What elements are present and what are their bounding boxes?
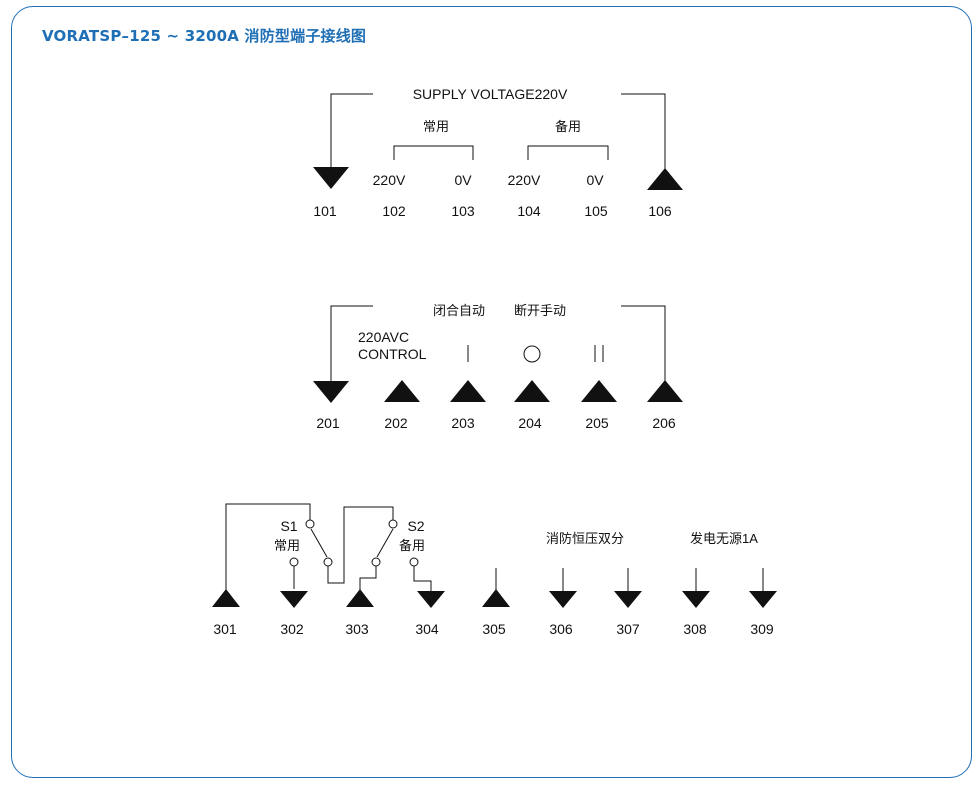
wire-101 [330, 93, 373, 167]
terminal-label-306: 306 [549, 621, 573, 637]
terminal-label-201: 201 [316, 415, 340, 431]
terminal-308-arrow-down [682, 591, 710, 608]
symbol-circle-204 [523, 345, 541, 363]
terminal-205-arrow-up [581, 380, 617, 402]
control-voltage-label: 220AVC [358, 329, 409, 345]
volt-label-102: 220V [373, 172, 406, 188]
terminal-label-104: 104 [517, 203, 541, 219]
terminal-label-105: 105 [584, 203, 608, 219]
wire-304 [413, 566, 432, 591]
terminal-203-arrow-up [450, 380, 486, 402]
terminal-302-arrow-down [280, 591, 308, 608]
terminal-label-304: 304 [415, 621, 439, 637]
s2-common-contact [388, 519, 398, 529]
terminal-label-307: 307 [616, 621, 640, 637]
terminal-label-102: 102 [382, 203, 406, 219]
switch-s2-label: S2 [407, 518, 424, 534]
terminal-304-arrow-down [417, 591, 445, 608]
volt-label-103: 0V [454, 172, 472, 188]
terminal-label-309: 309 [750, 621, 774, 637]
terminal-label-302: 302 [280, 621, 304, 637]
switch-s1-label: S1 [280, 518, 297, 534]
terminal-label-308: 308 [683, 621, 707, 637]
terminal-309-arrow-down [749, 591, 777, 608]
terminal-201-arrow-down [313, 381, 349, 403]
switch-s1-blade [310, 528, 328, 558]
terminal-label-203: 203 [451, 415, 475, 431]
wire-106 [621, 93, 666, 171]
s2-contact-303 [371, 557, 381, 567]
normal-supply-label: 常用 [423, 119, 449, 134]
wire-s1-s2 [327, 506, 394, 584]
terminal-label-106: 106 [648, 203, 672, 219]
terminal-204-arrow-up [514, 380, 550, 402]
s1-common-contact [305, 519, 315, 529]
wire-303 [359, 566, 377, 591]
s2-contact-304 [409, 557, 419, 567]
bracket-normal [393, 145, 474, 160]
diagram-frame [11, 6, 972, 778]
terminal-202-arrow-up [384, 380, 420, 402]
terminal-label-206: 206 [652, 415, 676, 431]
switch-s2-sub-label: 备用 [399, 538, 425, 553]
terminal-label-205: 205 [585, 415, 609, 431]
wire-301-s1 [225, 503, 311, 591]
wire-206 [621, 305, 666, 383]
s1-contact-right [323, 557, 333, 567]
terminal-label-101: 101 [313, 203, 337, 219]
s1-contact-302 [289, 557, 299, 567]
wire-201 [330, 305, 373, 381]
open-manual-label: 断开手动 [514, 303, 566, 318]
terminal-305-arrow-up [482, 589, 510, 607]
bracket-backup [527, 145, 609, 160]
terminal-106-arrow-up [647, 168, 683, 190]
switch-s2-blade [376, 528, 394, 558]
terminal-label-103: 103 [451, 203, 475, 219]
terminal-label-305: 305 [482, 621, 506, 637]
terminal-303-arrow-up [346, 589, 374, 607]
supply-voltage-label: SUPPLY VOLTAGE220V [413, 86, 568, 102]
backup-supply-label: 备用 [555, 119, 581, 134]
generator-passive-label: 发电无源1A [690, 531, 758, 546]
volt-label-104: 220V [508, 172, 541, 188]
control-label: CONTROL [358, 346, 427, 362]
terminal-306-arrow-down [549, 591, 577, 608]
terminal-label-301: 301 [213, 621, 237, 637]
terminal-307-arrow-down [614, 591, 642, 608]
fire-constant-pressure-label: 消防恒压双分 [546, 531, 624, 546]
terminal-301-arrow-up [212, 589, 240, 607]
volt-label-105: 0V [586, 172, 604, 188]
terminal-206-arrow-up [647, 380, 683, 402]
switch-s1-sub-label: 常用 [274, 538, 300, 553]
terminal-label-204: 204 [518, 415, 542, 431]
close-auto-label: 闭合自动 [433, 303, 485, 318]
terminal-101-arrow-down [313, 167, 349, 189]
terminal-label-202: 202 [384, 415, 408, 431]
page-title: VORATSP–125 ~ 3200A 消防型端子接线图 [42, 27, 367, 45]
terminal-label-303: 303 [345, 621, 369, 637]
